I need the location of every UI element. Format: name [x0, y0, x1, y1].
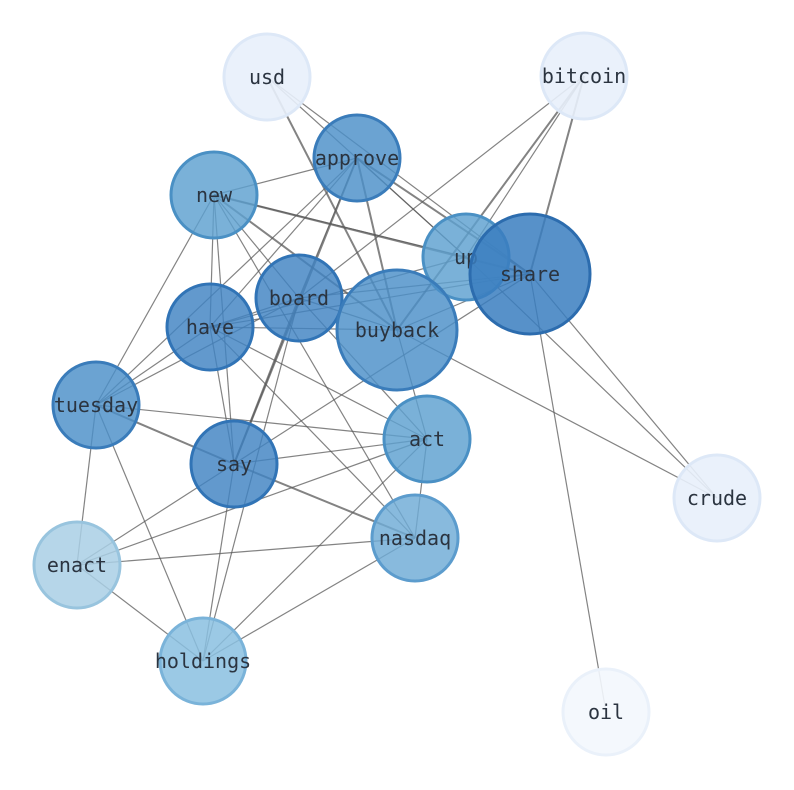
node-circle-crude — [672, 453, 762, 543]
node-label-nasdaq: nasdaq — [379, 526, 451, 550]
edge-have-nasdaq — [209, 326, 416, 539]
node-circle-new — [169, 150, 259, 240]
edge-share-oil — [529, 273, 607, 713]
node-circle-board — [254, 253, 344, 343]
node-circle-nasdaq — [370, 493, 460, 583]
node-label-bitcoin: bitcoin — [542, 64, 626, 88]
node-share: share — [468, 212, 592, 336]
edge-enact-nasdaq — [76, 537, 416, 566]
node-label-enact: enact — [47, 553, 107, 577]
node-have: have — [165, 282, 255, 372]
node-label-tuesday: tuesday — [54, 393, 138, 417]
node-label-buyback: buyback — [355, 318, 439, 342]
edge-approve-tuesday — [95, 157, 358, 406]
node-circle-bitcoin — [539, 31, 629, 121]
node-label-new: new — [196, 183, 233, 207]
edge-act-holdings — [202, 438, 428, 662]
edge-bitcoin-board — [298, 75, 585, 299]
node-label-act: act — [409, 427, 445, 451]
node-label-approve: approve — [315, 146, 399, 170]
node-circle-act — [382, 394, 472, 484]
node-circle-tuesday — [51, 360, 141, 450]
node-circle-say — [189, 419, 279, 509]
node-circle-have — [165, 282, 255, 372]
node-usd: usd — [222, 32, 312, 122]
node-board: board — [254, 253, 344, 343]
node-label-usd: usd — [249, 65, 285, 89]
node-bitcoin: bitcoin — [539, 31, 629, 121]
node-nasdaq: nasdaq — [370, 493, 460, 583]
node-label-say: say — [216, 452, 252, 476]
node-circle-holdings — [158, 616, 248, 706]
node-oil: oil — [561, 667, 651, 757]
edge-tuesday-holdings — [95, 404, 204, 662]
node-label-share: share — [500, 262, 560, 286]
node-label-oil: oil — [588, 700, 624, 724]
node-circle-approve — [312, 113, 402, 203]
node-circle-oil — [561, 667, 651, 757]
node-label-crude: crude — [687, 486, 747, 510]
node-act: act — [382, 394, 472, 484]
node-circle-share — [468, 212, 592, 336]
node-circle-enact — [32, 520, 122, 610]
node-tuesday: tuesday — [51, 360, 141, 450]
node-crude: crude — [672, 453, 762, 543]
node-approve: approve — [312, 113, 402, 203]
node-say: say — [189, 419, 279, 509]
node-new: new — [169, 150, 259, 240]
node-circle-usd — [222, 32, 312, 122]
node-circle-buyback — [335, 268, 459, 392]
edge-new-nasdaq — [213, 194, 416, 539]
node-label-board: board — [269, 286, 329, 310]
node-buyback: buyback — [335, 268, 459, 392]
node-holdings: holdings — [155, 616, 251, 706]
edge-tuesday-act — [95, 404, 428, 440]
node-label-have: have — [186, 315, 234, 339]
node-label-holdings: holdings — [155, 649, 251, 673]
node-enact: enact — [32, 520, 122, 610]
